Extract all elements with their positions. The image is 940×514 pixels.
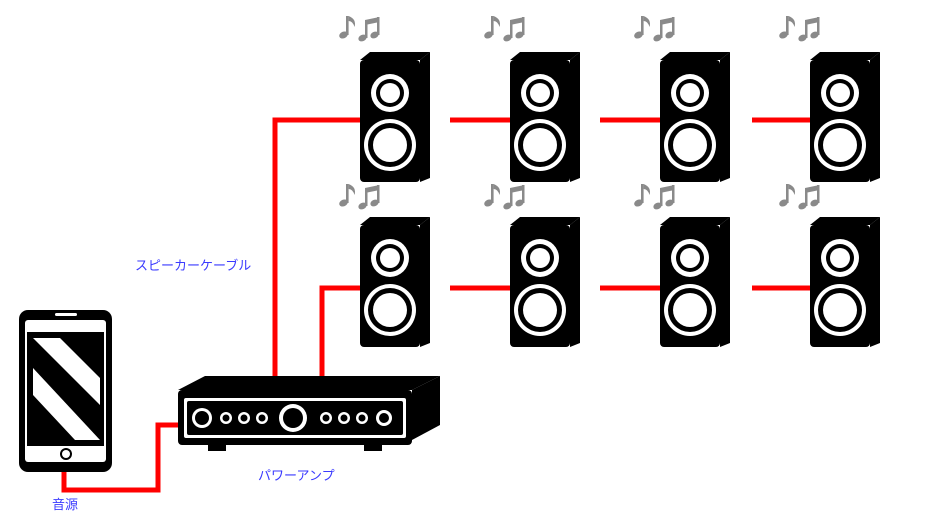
speaker-cable-label: スピーカーケーブル	[135, 259, 252, 274]
speaker-icon	[660, 217, 730, 347]
power-amplifier-icon	[178, 376, 440, 451]
smartphone-icon	[19, 310, 112, 472]
speaker-icon	[810, 52, 880, 182]
music-note-icon	[338, 184, 380, 211]
music-note-icon	[778, 184, 820, 211]
music-note-icon	[338, 16, 380, 43]
speaker-row-bottom	[360, 217, 880, 347]
speaker-icon	[510, 217, 580, 347]
music-note-icon	[483, 16, 525, 43]
cable-amp-to-top-row	[272, 117, 362, 380]
speaker-icon	[810, 217, 880, 347]
speaker-icon	[360, 52, 430, 182]
cable-source-to-amp	[61, 422, 184, 493]
audio-source-label: 音源	[52, 498, 79, 513]
speaker-icon	[510, 52, 580, 182]
music-note-icon	[633, 16, 675, 43]
music-note-icon	[778, 16, 820, 43]
music-note-icon	[633, 184, 675, 211]
speaker-icon	[360, 217, 430, 347]
cable-amp-to-bottom-row	[319, 285, 362, 380]
speaker-row-top	[360, 52, 880, 182]
speaker-icon	[660, 52, 730, 182]
music-note-icon	[483, 184, 525, 211]
speaker-cables	[61, 117, 816, 493]
power-amp-label: パワーアンプ	[258, 469, 335, 484]
